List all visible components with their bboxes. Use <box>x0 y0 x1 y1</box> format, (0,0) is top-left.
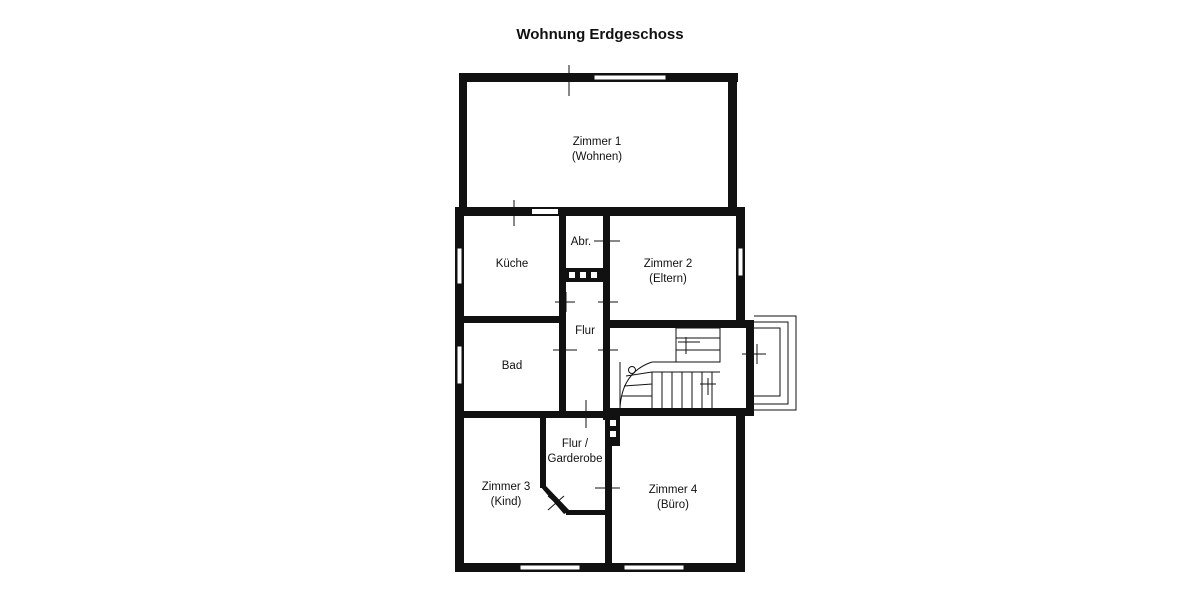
room-garderobe-sub: Garderobe <box>548 453 603 465</box>
plan-title: Wohnung Erdgeschoss <box>516 26 684 43</box>
windows <box>456 74 744 571</box>
wall-stair-right <box>746 320 754 416</box>
wall-bad-bottom <box>464 411 610 418</box>
room-labels: Zimmer 1 (Wohnen) Küche Abr. Zimmer 2 (E… <box>482 136 698 511</box>
window-bad <box>456 345 463 385</box>
wall-kueche-right <box>559 216 566 416</box>
wall-gap <box>532 209 558 214</box>
hatch <box>610 420 616 426</box>
wall-z1-left <box>459 73 467 215</box>
window-kueche <box>456 247 463 285</box>
window-zimmer3 <box>519 564 581 571</box>
wall-wardrobe <box>540 418 546 488</box>
door-marks <box>504 65 620 511</box>
wall-garderobe-bottom <box>566 510 606 515</box>
room-abr-name: Abr. <box>571 236 591 248</box>
room-zimmer2-name: Zimmer 2 <box>644 258 693 270</box>
room-kueche-name: Küche <box>496 258 529 270</box>
wall-bottom <box>455 563 745 572</box>
stair-landing <box>675 327 721 363</box>
room-zimmer3-name: Zimmer 3 <box>482 481 531 493</box>
wall-right-lower <box>736 408 745 572</box>
staircase <box>619 327 766 409</box>
window-zimmer4 <box>623 564 685 571</box>
room-flur-name: Flur <box>575 325 595 337</box>
wall-flur-right <box>603 216 610 420</box>
wall-z1-right <box>728 73 737 215</box>
room-bad-name: Bad <box>502 360 522 372</box>
window-zimmer2 <box>737 247 744 277</box>
wall-kueche-bad <box>464 316 560 323</box>
room-zimmer4-name: Zimmer 4 <box>649 484 698 496</box>
room-zimmer1-name: Zimmer 1 <box>573 136 622 148</box>
wall-z4-left <box>605 418 612 563</box>
room-zimmer3-sub: (Kind) <box>491 496 522 508</box>
window-top <box>593 74 667 81</box>
room-zimmer4-sub: (Büro) <box>657 499 689 511</box>
room-zimmer2-sub: (Eltern) <box>649 273 687 285</box>
wall-left <box>455 207 464 572</box>
wall-mid-horizontal <box>455 207 745 216</box>
wall-hatching <box>569 272 616 437</box>
wall-garderobe-diagonal <box>540 486 570 514</box>
hatch <box>591 272 597 278</box>
hatch <box>569 272 575 278</box>
entrance-steps <box>754 315 797 411</box>
hatch <box>610 431 616 437</box>
room-zimmer1-sub: (Wohnen) <box>572 151 622 163</box>
room-garderobe-name: Flur / <box>562 438 589 450</box>
stair-post <box>628 366 636 374</box>
hatch <box>580 272 586 278</box>
wall-stair-top <box>606 320 754 328</box>
wall-stair-bottom <box>606 408 754 416</box>
